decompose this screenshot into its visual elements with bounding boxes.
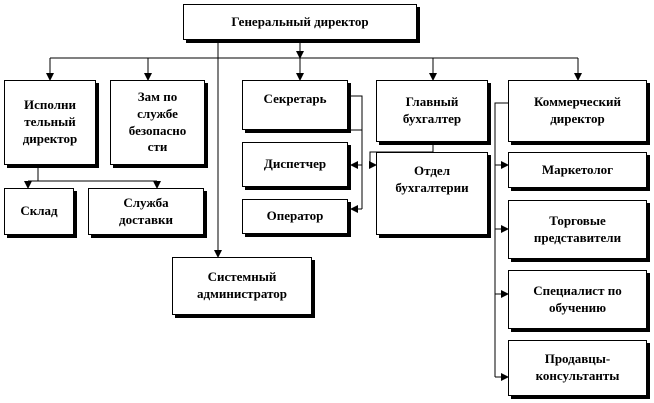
connector-secretary-right-2 (348, 129, 363, 209)
node-exec-director: Исполни тельный директор (4, 80, 96, 165)
node-secretary: Секретарь (242, 80, 348, 130)
node-chief-accountant: Главный бухгалтер (376, 80, 488, 142)
node-accounting-dept: Отдел бухгалтерии (376, 152, 488, 235)
node-deputy-security: Зам по службе безопасно сти (110, 80, 205, 165)
node-ceo: Генеральный директор (183, 4, 417, 40)
node-sales-reps: Торговые представители (508, 200, 647, 259)
node-commercial-director: Коммерческий директор (508, 80, 647, 142)
node-consultants: Продавцы- консультанты (508, 340, 647, 396)
node-delivery: Служба доставки (88, 188, 204, 235)
node-dispatcher: Диспетчер (242, 142, 348, 187)
node-marketer: Маркетолог (508, 152, 647, 188)
node-sysadmin: Системный администратор (172, 257, 312, 315)
connector-commercial-bus (494, 102, 508, 377)
node-operator: Оператор (242, 199, 348, 234)
node-warehouse: Склад (4, 188, 74, 235)
node-trainer: Специалист по обучению (508, 270, 647, 329)
